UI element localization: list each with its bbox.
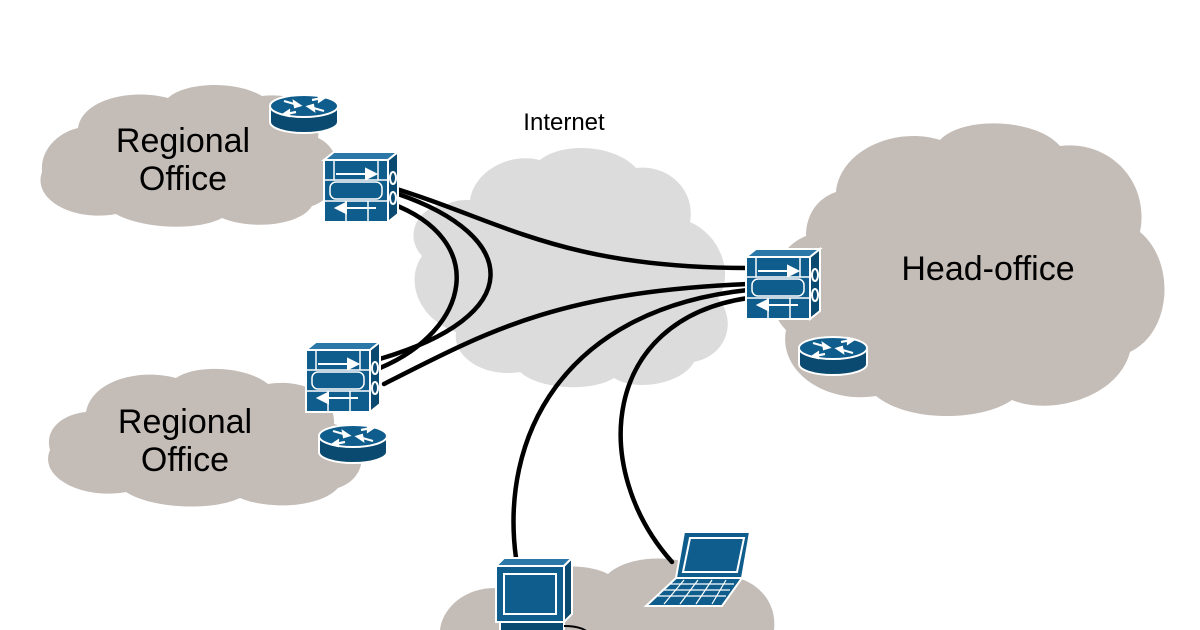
link-laptop-to-head [618,295,751,565]
link-bottom-regional-to-head-1 [381,281,751,387]
internet-label: Internet [523,109,605,136]
regional-office-top-label-line2: Office [139,160,227,198]
link-top-regional-to-head-1 [387,184,751,271]
router-icon [268,93,340,135]
laptop-icon [643,531,752,607]
head-office-cloud [771,123,1165,417]
regional-office-bottom-label-line2: Office [141,441,229,479]
regional-office-bottom-label-line1: Regional [118,403,252,441]
desktop-computer-icon [493,555,587,630]
firewall-icon [323,151,399,223]
regional-office-top-label-line1: Regional [116,122,250,160]
link-desktop-to-head [511,287,751,561]
firewall-icon [305,341,381,413]
router-icon [317,423,389,465]
regional-office-top-cloud [40,84,338,227]
regional-office-bottom-cloud [48,368,362,507]
internet-cloud [413,148,728,388]
link-top-to-bottom-regional [373,191,493,363]
link-top-regional-to-head-2 [377,200,459,371]
router-icon [797,335,869,377]
firewall-icon [745,248,821,320]
head-office-label: Head-office [901,250,1074,288]
